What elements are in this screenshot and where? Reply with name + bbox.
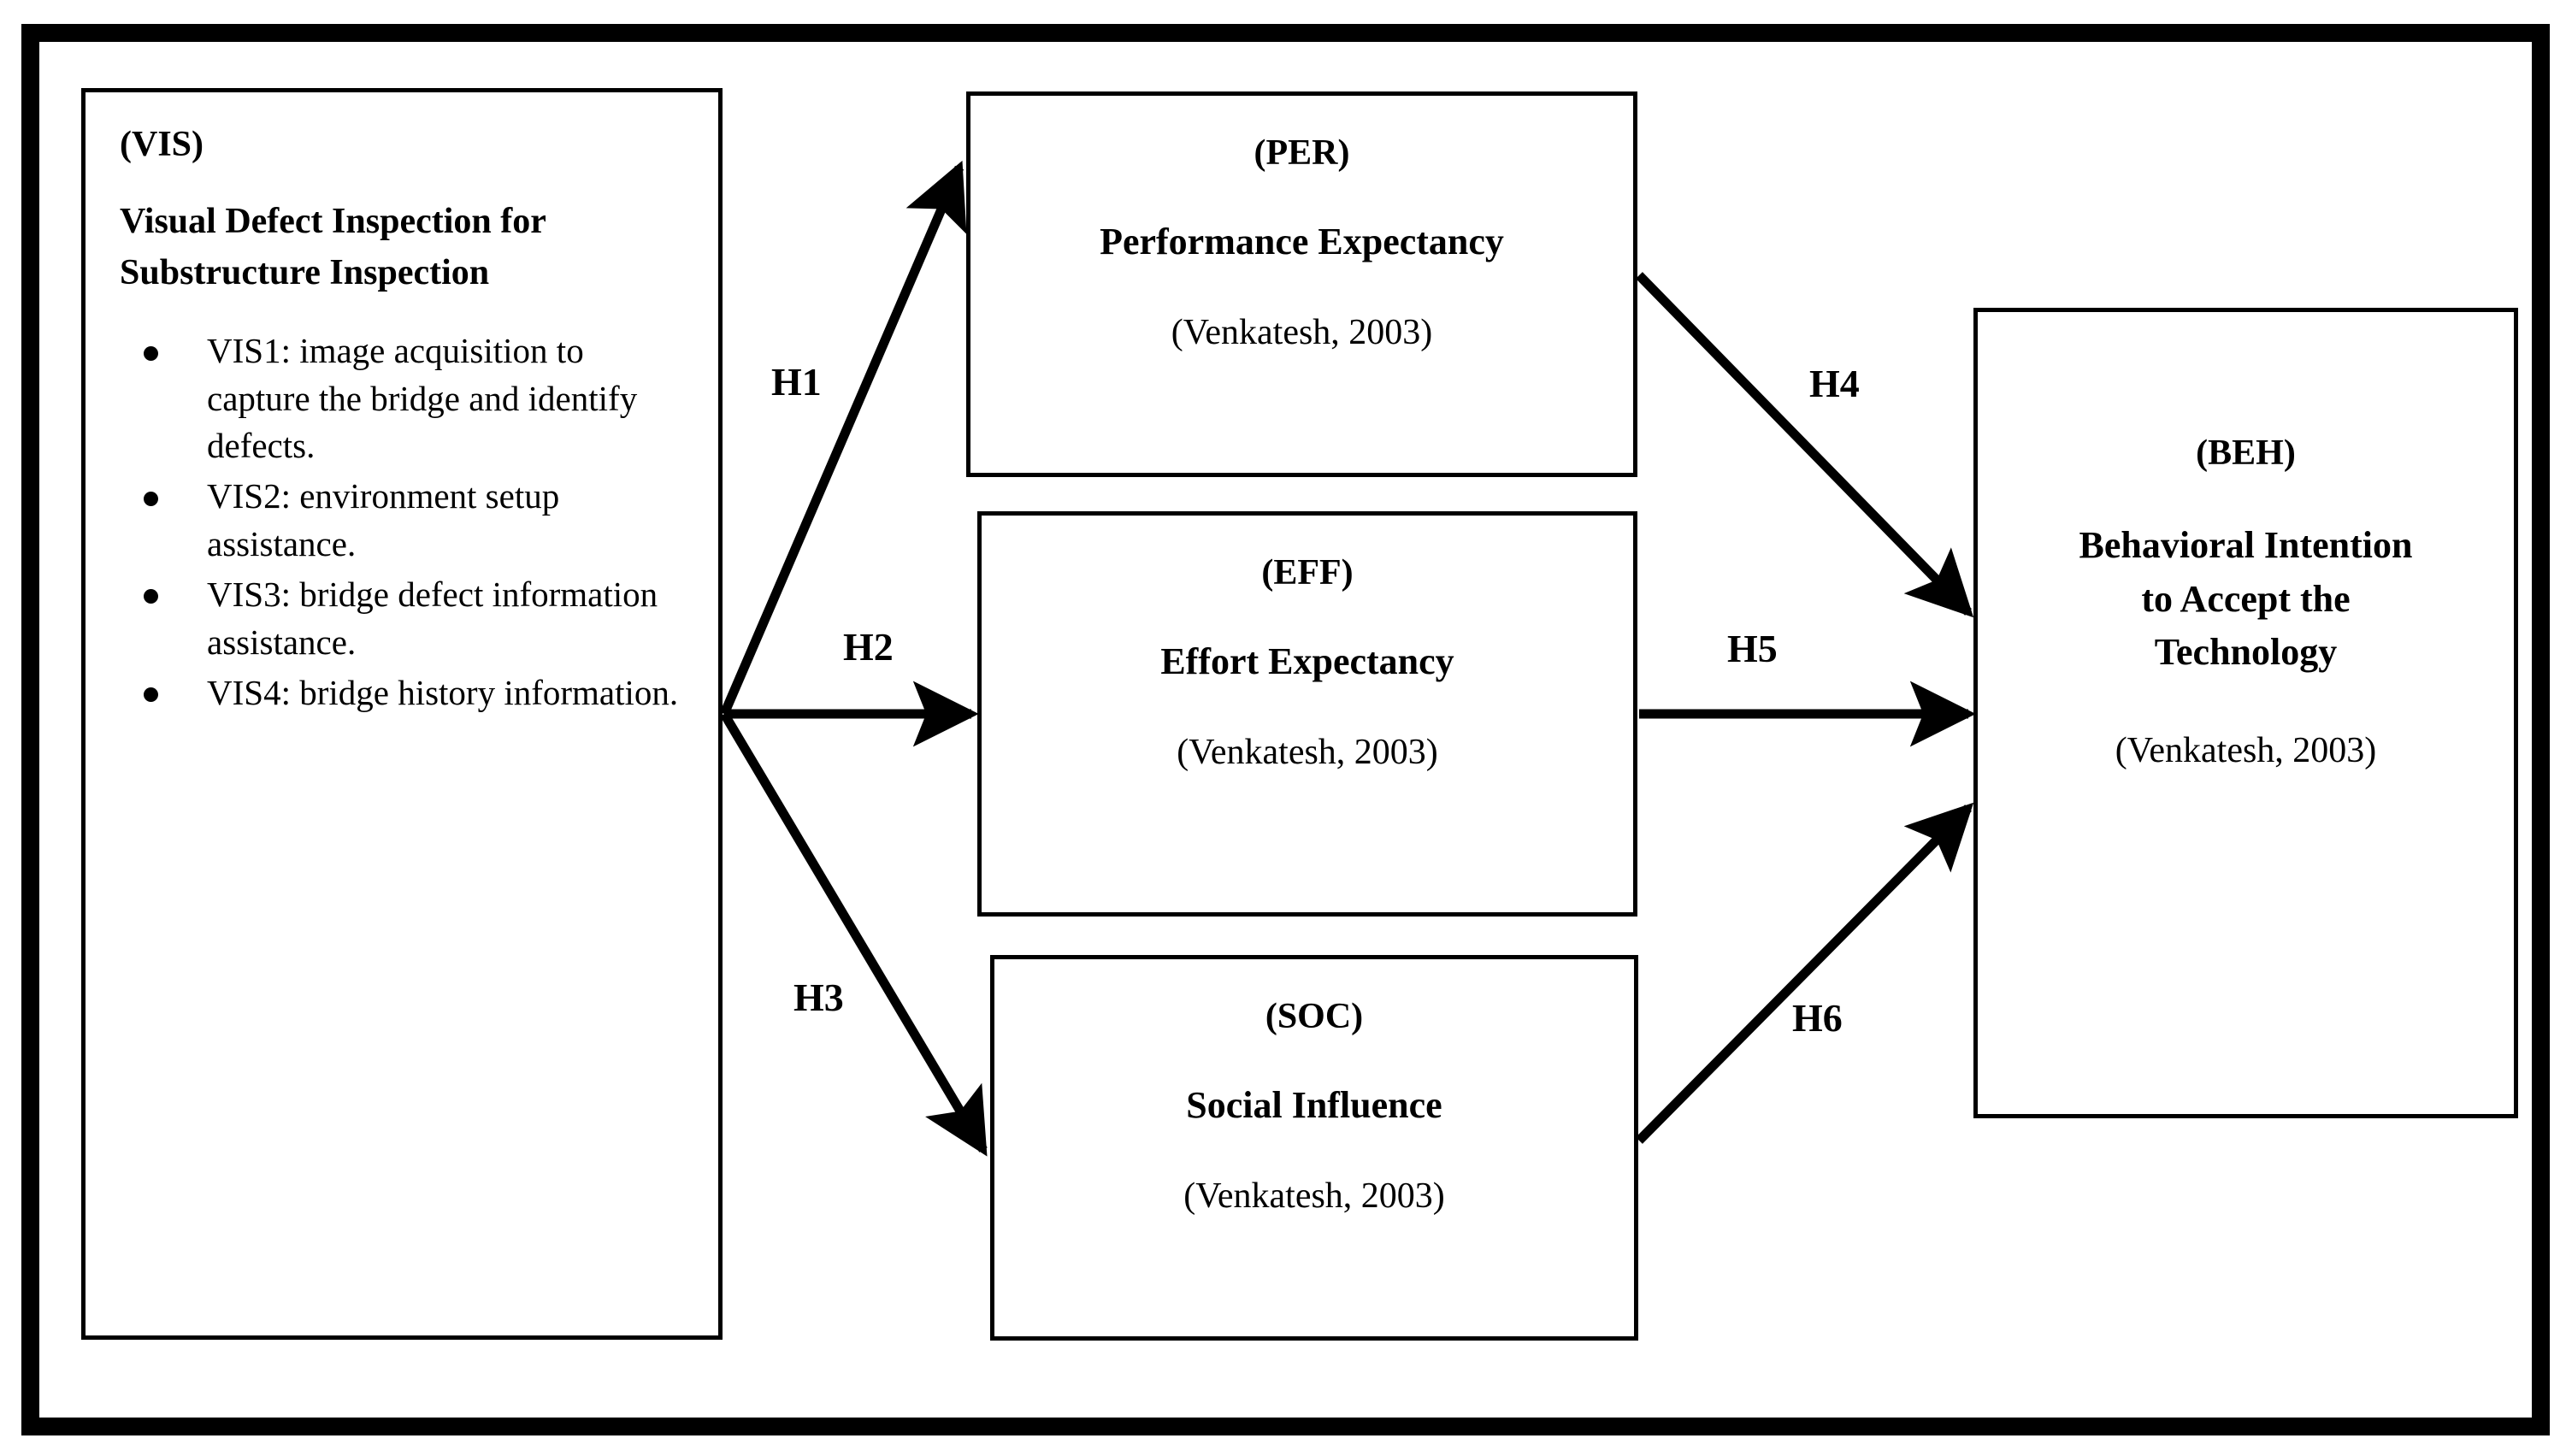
beh-reference-label: (Venkatesh, 2003) xyxy=(2115,730,2377,770)
per-code-label: (PER) xyxy=(1254,133,1350,173)
per-reference-label: (Venkatesh, 2003) xyxy=(1171,312,1433,352)
construct-box-per: (PER) Performance Expectancy (Venkatesh,… xyxy=(966,91,1637,477)
beh-code-label: (BEH) xyxy=(2196,433,2296,473)
soc-code-label: (SOC) xyxy=(1265,997,1364,1036)
eff-code-label: (EFF) xyxy=(1261,553,1354,592)
soc-reference-label: (Venkatesh, 2003) xyxy=(1183,1176,1445,1216)
beh-name-label: Behavioral Intention to Accept the Techn… xyxy=(2079,524,2413,674)
bullet-dot-icon xyxy=(144,345,158,361)
list-item: VIS4: bridge history information. xyxy=(120,669,693,716)
bullet-dot-icon xyxy=(144,491,158,506)
hypothesis-label-h2: H2 xyxy=(843,625,894,669)
vis-item-text: VIS2: environment setup assistance. xyxy=(207,476,560,563)
hypothesis-label-h5: H5 xyxy=(1727,627,1778,670)
construct-box-vis: (VIS) Visual Defect Inspection for Subst… xyxy=(81,88,723,1340)
vis-item-text: VIS4: bridge history information. xyxy=(207,672,679,712)
per-name-label: Performance Expectancy xyxy=(1100,221,1504,263)
list-item: VIS2: environment setup assistance. xyxy=(120,473,693,568)
construct-box-eff: (EFF) Effort Expectancy (Venkatesh, 2003… xyxy=(977,511,1637,917)
hypothesis-label-h3: H3 xyxy=(793,976,844,1019)
eff-reference-label: (Venkatesh, 2003) xyxy=(1177,732,1438,772)
construct-box-beh: (BEH) Behavioral Intention to Accept the… xyxy=(1973,308,2518,1118)
soc-name-label: Social Influence xyxy=(1186,1084,1442,1127)
vis-indicator-list: VIS1: image acquisition to capture the b… xyxy=(120,327,693,716)
hypothesis-label-h4: H4 xyxy=(1809,362,1860,405)
vis-code-label: (VIS) xyxy=(120,125,204,164)
construct-box-soc: (SOC) Social Influence (Venkatesh, 2003) xyxy=(990,955,1638,1341)
hypothesis-label-h6: H6 xyxy=(1792,996,1843,1040)
bullet-dot-icon xyxy=(144,687,158,703)
bullet-dot-icon xyxy=(144,589,158,604)
vis-title-label: Visual Defect Inspection for Substructur… xyxy=(120,202,546,292)
list-item: VIS1: image acquisition to capture the b… xyxy=(120,327,693,469)
list-item: VIS3: bridge defect information assistan… xyxy=(120,571,693,666)
hypothesis-label-h1: H1 xyxy=(771,360,822,404)
vis-item-text: VIS3: bridge defect information assistan… xyxy=(207,575,658,662)
vis-item-text: VIS1: image acquisition to capture the b… xyxy=(207,331,638,466)
eff-name-label: Effort Expectancy xyxy=(1160,640,1454,683)
